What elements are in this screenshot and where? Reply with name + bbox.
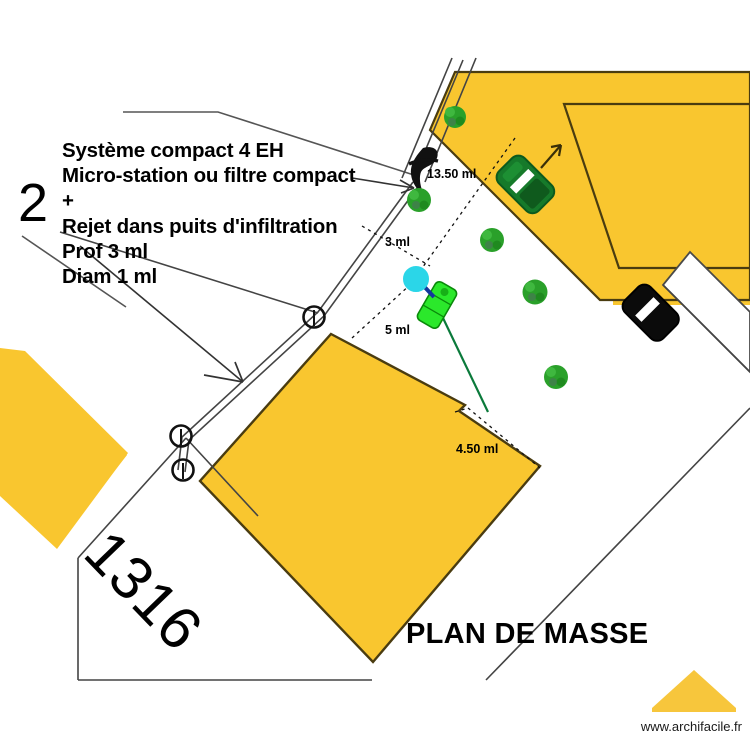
dimline-5	[351, 271, 425, 339]
micro-station-icon	[416, 280, 458, 330]
boundary-mid-b	[184, 183, 421, 473]
leader-lower	[79, 245, 244, 383]
arrowhead-lower	[203, 361, 244, 383]
archifacile-logo-icon	[652, 670, 736, 712]
dimension-5-label: 5 ml	[385, 323, 411, 337]
building-main	[198, 332, 542, 664]
dimline-4-50	[467, 407, 541, 469]
dimension-lines-layer	[351, 137, 541, 469]
watermark-text: www.archifacile.fr	[640, 719, 742, 734]
leader-lines-layer	[79, 177, 415, 383]
boundary-road-a	[401, 57, 453, 179]
car-icon	[495, 154, 556, 215]
dimension-3-label: 3 ml	[385, 235, 411, 249]
system-note-annotation: Système compact 4 EH Micro-station ou fi…	[62, 139, 356, 289]
boundary-far-left-2	[21, 235, 127, 308]
discharge-pipe	[442, 317, 489, 413]
parcel-number-left: 2	[18, 173, 49, 233]
dimline-13-50	[414, 137, 516, 279]
building-upper-right-inner	[562, 102, 750, 270]
boundary-parcel-1316-right	[185, 437, 259, 517]
infiltration-well-icon	[403, 266, 429, 292]
shrub-icon	[444, 106, 466, 128]
dimension-4-50-label: 4.50 ml	[456, 442, 499, 456]
handwritten-mark-icon	[408, 147, 439, 196]
page-title: PLAN DE MASSE	[406, 618, 649, 650]
buildings-layer	[0, 60, 750, 664]
leader-upper	[351, 177, 415, 189]
manholes-layer	[169, 305, 326, 482]
manhole-2	[169, 424, 193, 448]
car-icon	[621, 283, 680, 342]
boundary-bottom-right-diagonal	[485, 407, 750, 681]
shrub-icon	[522, 279, 548, 305]
boundary-mid-a	[177, 181, 414, 471]
shrub-icon	[544, 365, 568, 389]
boundary-top	[123, 111, 418, 177]
boundary-parcel-1316-top	[77, 437, 187, 559]
manhole-1	[302, 305, 326, 329]
manhole-3	[171, 458, 195, 482]
arrow-icon	[540, 143, 563, 169]
dimline-3	[361, 225, 431, 267]
shrub-icon	[480, 228, 504, 252]
arrowhead-upper	[399, 179, 415, 194]
shrub-icon	[407, 188, 431, 212]
shrubs-layer	[407, 106, 568, 389]
boundary-left-diagonal	[59, 231, 319, 314]
building-left-parcel-2	[0, 348, 128, 549]
dimline-4-50-b	[454, 407, 469, 413]
building-annex-right	[661, 250, 750, 374]
dimension-13-50-label: 13.50 ml	[427, 167, 477, 181]
boundary-right-edge	[662, 284, 750, 373]
